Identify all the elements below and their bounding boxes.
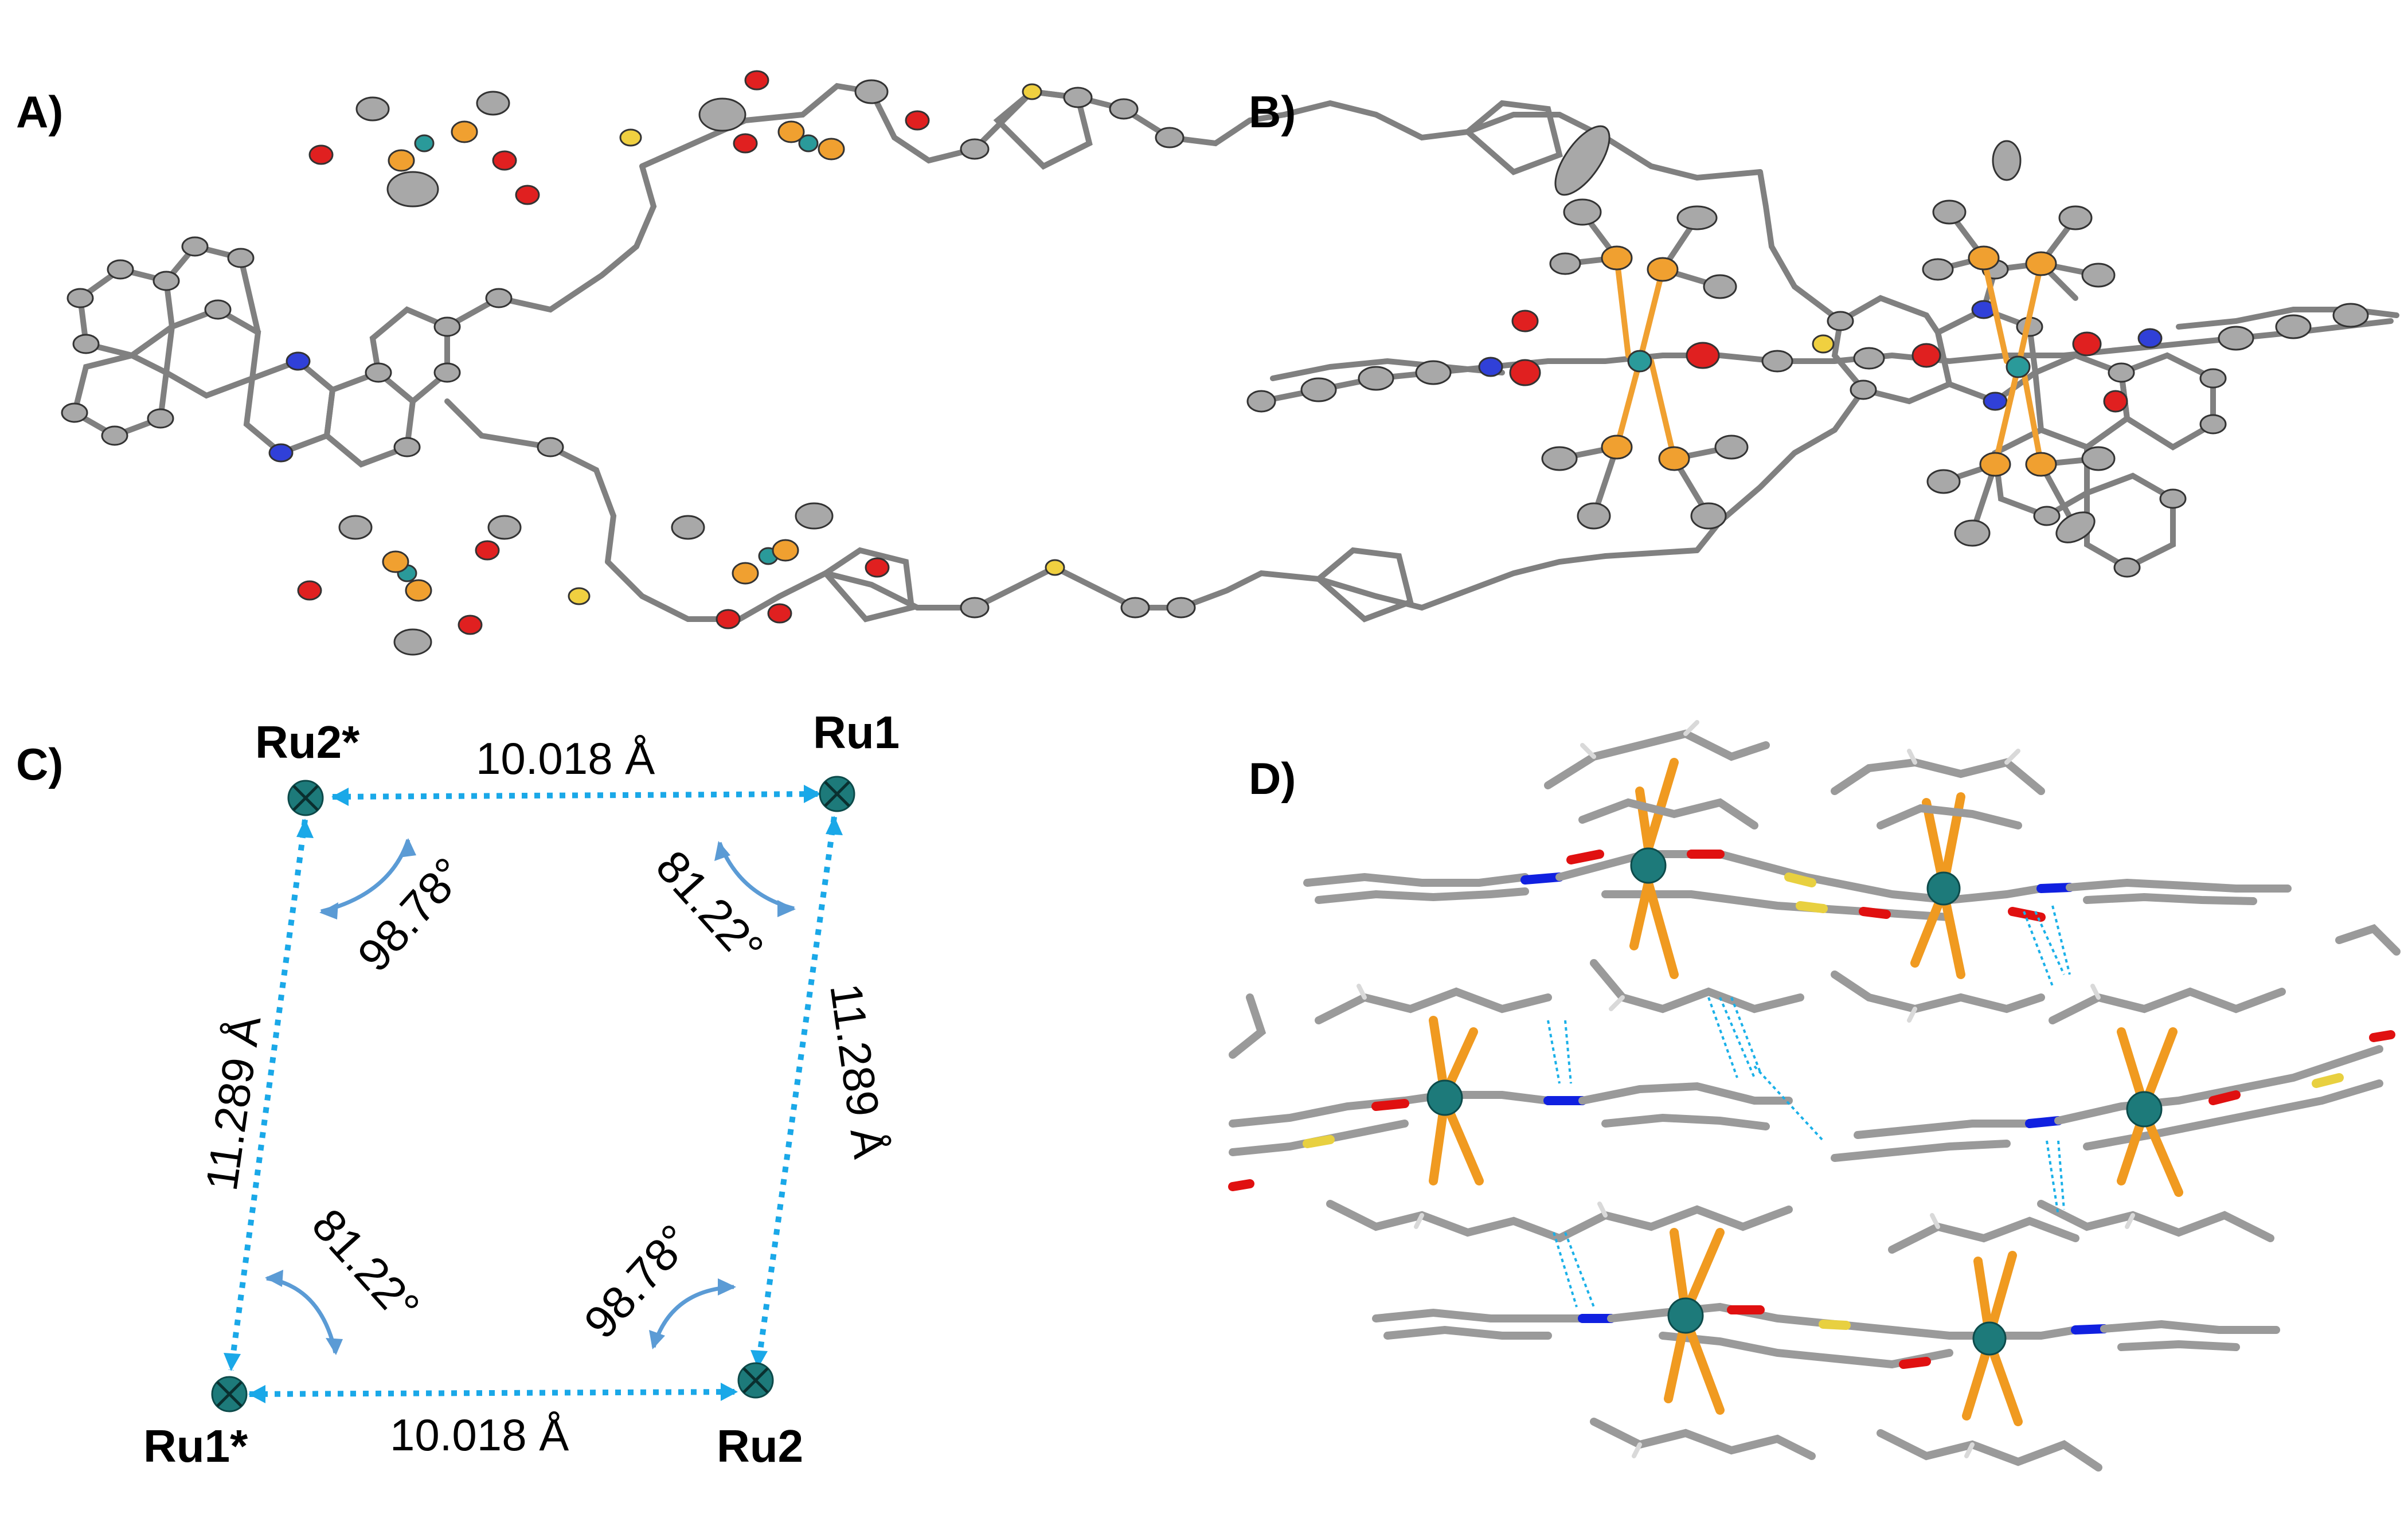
distance-line-left <box>228 819 308 1371</box>
panel-d-label: D) <box>1249 753 1296 804</box>
panel-b-molecule <box>1246 125 2399 547</box>
angle-arc-bottom-left <box>266 1276 338 1353</box>
panel-a-molecule <box>61 70 2227 656</box>
angle-label-bottom-right: 98.78° <box>574 1215 701 1348</box>
ru2-atom <box>737 1362 774 1399</box>
angle-label-top-left: 98.78° <box>347 848 475 981</box>
distance-label-bottom: 10.018 Å <box>390 1410 569 1460</box>
ru2-label: Ru2 <box>717 1420 803 1472</box>
distance-label-top: 10.018 Å <box>476 733 655 784</box>
panel-c-label: C) <box>16 739 63 789</box>
panel-d: D) <box>1228 720 2401 1472</box>
angle-arc-bottom-right <box>651 1285 734 1348</box>
panel-b: B) <box>1246 87 2399 547</box>
packing-layer-bottom <box>1372 1202 2280 1472</box>
panel-b-label: B) <box>1249 87 1296 137</box>
intermolecular-contacts <box>1547 905 2071 1308</box>
distance-line-right <box>755 816 837 1368</box>
distance-label-left: 11.289 Å <box>196 1013 271 1194</box>
panel-a-label: A) <box>16 87 63 137</box>
distance-line-top <box>332 791 820 800</box>
left-aromatic-unit <box>71 244 450 468</box>
angle-label-top-right: 81.22° <box>646 841 773 974</box>
ru1-label: Ru1 <box>813 707 900 758</box>
distance-line-bottom <box>249 1389 737 1397</box>
ru2s-atom <box>287 780 324 816</box>
panel-a-atoms <box>61 70 2227 656</box>
packing-layer-middle <box>1228 923 2401 1242</box>
packing-layer-top <box>1303 720 2292 1023</box>
ru2s-label: Ru2* <box>255 717 360 768</box>
ru1s-atom <box>211 1376 248 1412</box>
panel-c: C) <box>16 707 900 1472</box>
panel-a: A) <box>16 70 2227 656</box>
distance-arrowheads <box>224 785 843 1403</box>
macrocycle-linkers <box>444 83 1866 623</box>
ru1-atom <box>819 776 855 812</box>
right-aromatic-unit <box>1831 261 2216 571</box>
ru1s-label: Ru1* <box>143 1420 248 1472</box>
distance-label-right: 11.289 Å <box>820 980 895 1161</box>
